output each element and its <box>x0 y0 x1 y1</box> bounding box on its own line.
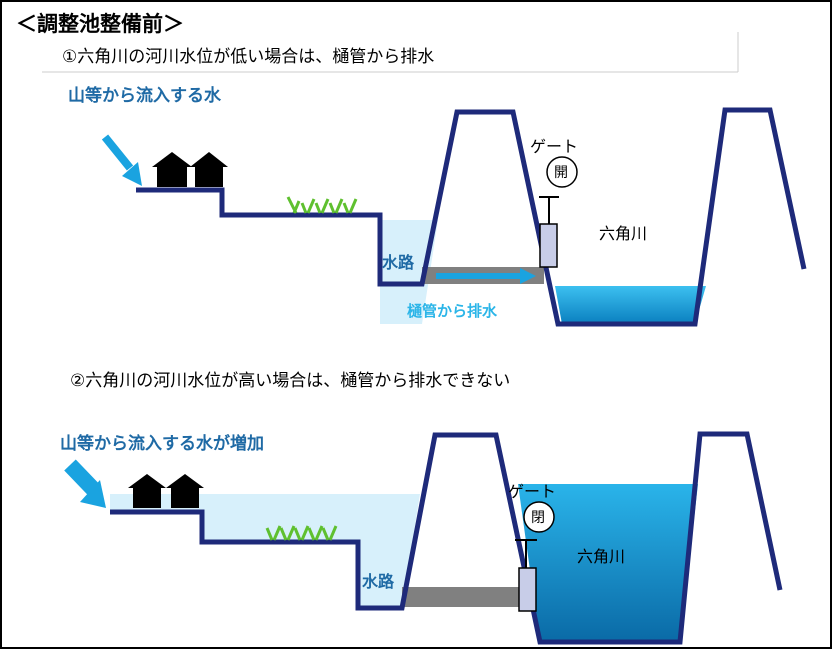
channel-water-1 <box>380 220 438 324</box>
case-1-heading: ①六角川の河川水位が低い場合は、樋管から排水 <box>62 47 435 67</box>
inflow-label-2: 山等から流入する水が増加 <box>60 434 264 454</box>
river-water-1 <box>555 286 706 324</box>
house-icon <box>190 152 228 187</box>
levee-profile-2 <box>110 431 783 645</box>
river-water-2 <box>518 484 698 642</box>
channel-label-1: 水路 <box>382 253 415 272</box>
gate-1 <box>539 156 578 268</box>
grass-icon <box>265 525 338 541</box>
drain-label-1: 樋管から排水 <box>407 302 498 320</box>
river-label-2: 六角川 <box>577 547 626 566</box>
house-icon <box>152 152 192 187</box>
inflow-arrow-2 <box>64 459 106 508</box>
levee-profile-1 <box>136 107 807 327</box>
gate-label-1: ゲート <box>530 137 579 156</box>
scene-1 <box>101 107 807 327</box>
page-title: ＜調整池整備前＞ <box>16 12 184 36</box>
scene-2 <box>64 431 783 645</box>
drain-pipe-2 <box>402 587 522 607</box>
gate-state-2: 閉 <box>531 510 545 526</box>
river-label-1: 六角川 <box>599 224 648 243</box>
drain-arrow-1 <box>436 268 536 284</box>
gate-state-circle <box>523 501 555 533</box>
flood-water-2 <box>110 494 420 608</box>
inflow-arrow-1 <box>101 134 142 186</box>
gate-2 <box>515 501 555 612</box>
gate-state-1: 開 <box>554 165 568 181</box>
gate-label-2: ゲート <box>508 482 557 501</box>
inflow-label-1: 山等から流入する水 <box>68 86 221 106</box>
case-2-heading: ②六角川の河川水位が高い場合は、樋管から排水できない <box>70 371 511 391</box>
house-icon <box>128 474 166 508</box>
channel-label-2: 水路 <box>362 572 395 591</box>
gate-state-circle <box>546 156 578 188</box>
house-icon <box>166 474 204 508</box>
grass-icon <box>286 196 358 214</box>
